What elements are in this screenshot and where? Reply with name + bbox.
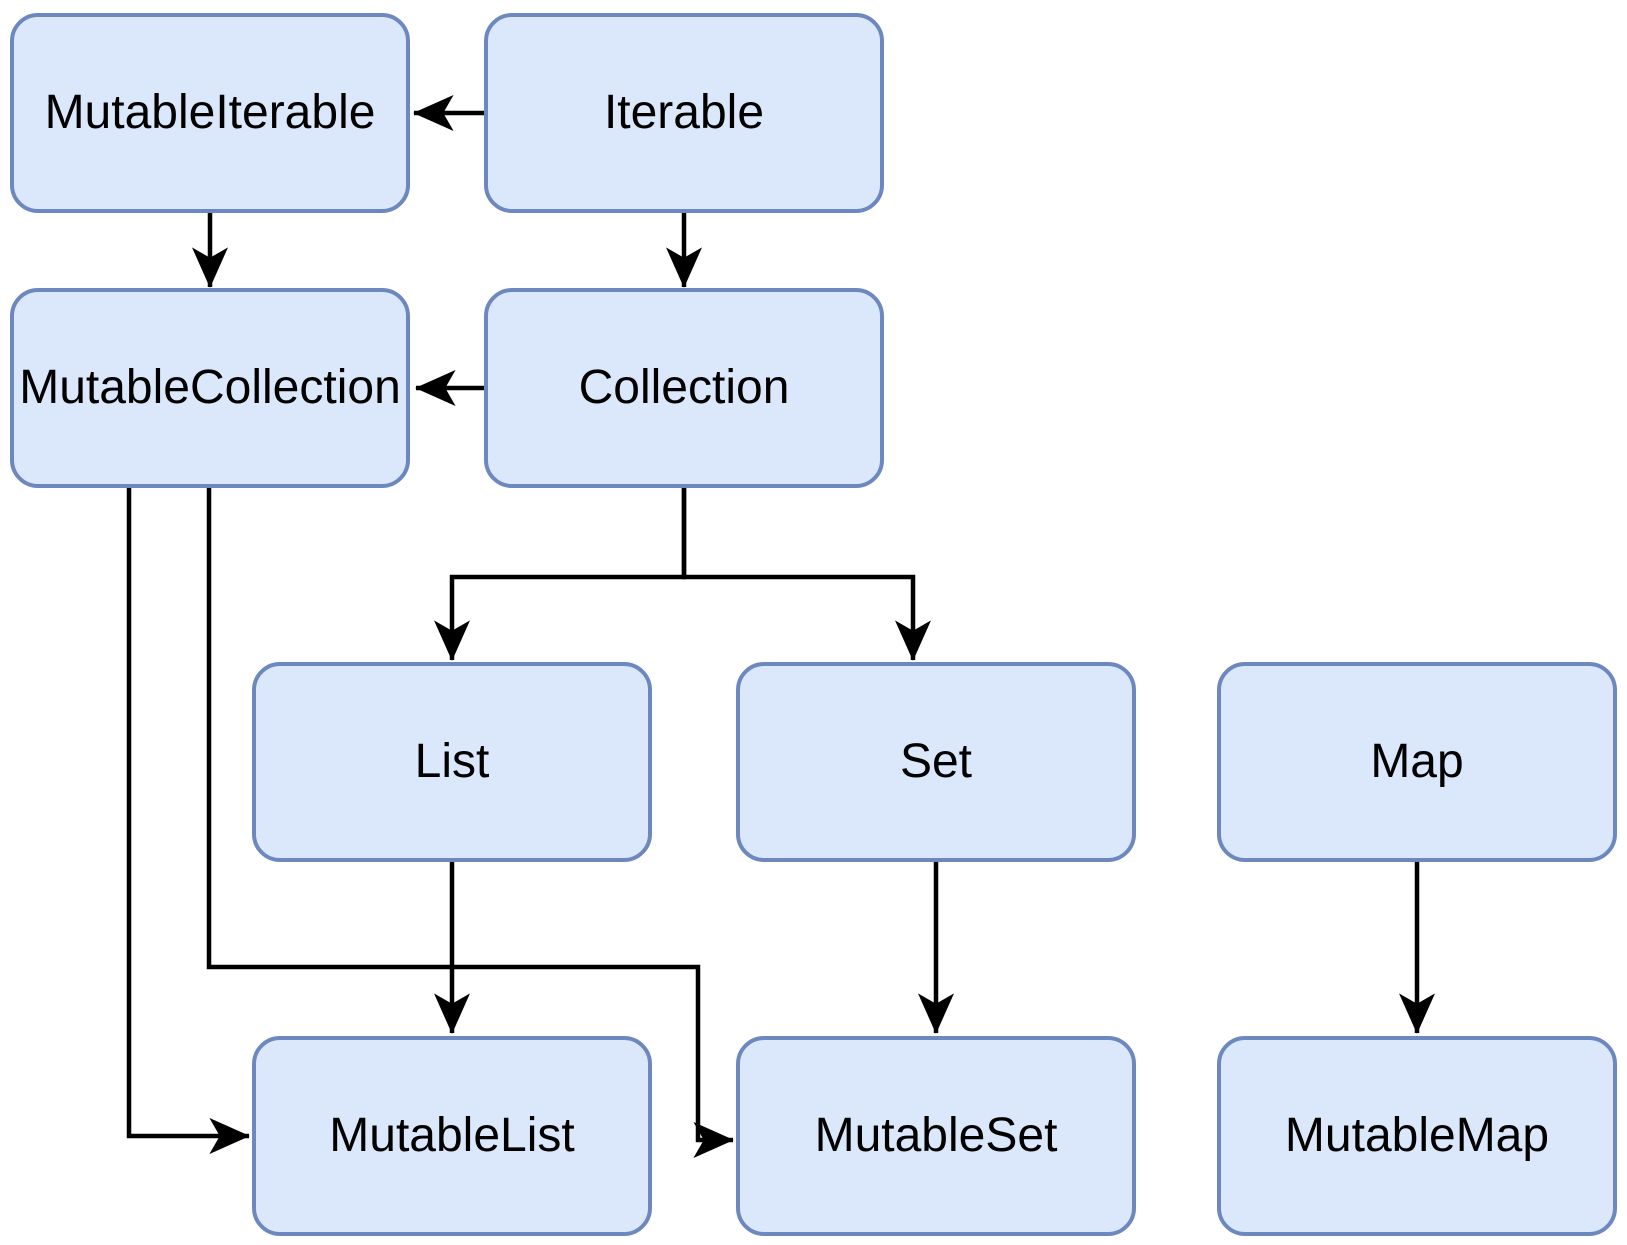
node-label: Iterable <box>603 86 765 139</box>
node-label: Map <box>1370 735 1464 788</box>
node-collection[interactable]: Collection <box>484 288 884 488</box>
node-list[interactable]: List <box>252 662 652 862</box>
node-label: MutableList <box>329 1109 575 1162</box>
node-label: MutableCollection <box>19 361 401 414</box>
node-label: List <box>414 735 490 788</box>
node-label: MutableSet <box>814 1109 1058 1162</box>
node-set[interactable]: Set <box>736 662 1136 862</box>
node-mutable-map[interactable]: MutableMap <box>1217 1036 1617 1236</box>
node-label: MutableMap <box>1284 1109 1550 1162</box>
edge-collection-to-set <box>681 488 931 661</box>
node-label: MutableIterable <box>44 86 376 139</box>
edge-mutable-collection-to-mutable-list <box>126 488 250 1154</box>
edge-collection-to-list <box>434 488 687 661</box>
node-label: Set <box>899 735 973 788</box>
node-label: Collection <box>578 361 790 414</box>
node-iterable[interactable]: Iterable <box>484 13 884 213</box>
node-map[interactable]: Map <box>1217 662 1617 862</box>
node-mutable-collection[interactable]: MutableCollection <box>10 288 410 488</box>
node-mutable-list[interactable]: MutableList <box>252 1036 652 1236</box>
node-mutable-set[interactable]: MutableSet <box>736 1036 1136 1236</box>
node-mutable-iterable[interactable]: MutableIterable <box>10 13 410 213</box>
